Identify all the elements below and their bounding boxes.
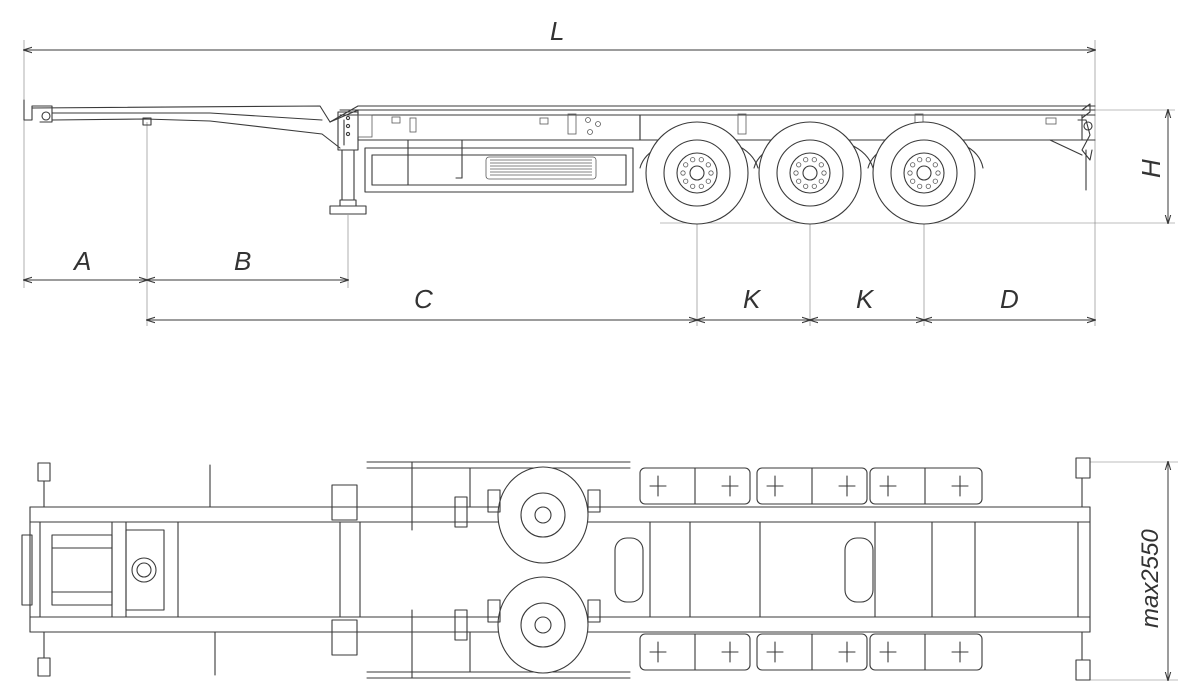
dim-label-D: D: [1000, 284, 1019, 314]
tire-bolt-mark: [721, 475, 739, 497]
lug-nut: [818, 178, 824, 184]
tire-bolt-mark: [838, 475, 856, 497]
wheel-lug-nuts: [680, 157, 941, 189]
lug-nut: [705, 178, 711, 184]
tire-bolt-mark: [951, 475, 969, 497]
lug-nut: [796, 178, 802, 184]
landing-gear: [329, 111, 367, 215]
spare-wheel-2: [487, 576, 601, 674]
lug-nut: [821, 170, 827, 176]
axle-tires: [639, 467, 983, 671]
lug-nut: [925, 183, 931, 189]
rear-bumper: [1049, 103, 1093, 191]
top-rear-end: [1075, 457, 1091, 681]
lug-nut: [698, 157, 704, 163]
lug-nut: [803, 157, 809, 163]
lug-nut: [818, 162, 824, 168]
lug-nut: [698, 183, 704, 189]
grille-panel: [485, 156, 597, 180]
spare-wheel-1: [487, 466, 601, 564]
tire-bolt-mark: [649, 475, 667, 497]
wheel-rear-axle-3: [872, 121, 976, 225]
dim-label-B: B: [234, 246, 251, 276]
dim-label-H: H: [1136, 159, 1166, 178]
dimension-lines: [24, 50, 1168, 320]
tire-bolt-mark: [766, 641, 784, 663]
side-view: L A B C K K D H: [24, 16, 1175, 326]
top-landing-gear: [331, 484, 361, 656]
dim-label-C: C: [414, 284, 433, 314]
lug-nut: [705, 162, 711, 168]
top-front-section: [21, 462, 216, 677]
wheel-rear-axle-2: [758, 121, 862, 225]
lug-nut: [907, 170, 913, 176]
top-view: max2550: [21, 457, 1178, 681]
lug-nut: [917, 157, 923, 163]
tire-bolt-mark: [766, 475, 784, 497]
cross-members: [614, 521, 976, 618]
lug-nut: [811, 157, 817, 163]
width-dimension: max2550: [1090, 462, 1178, 680]
lug-nut: [910, 162, 916, 168]
lug-nut: [917, 183, 923, 189]
dim-label-L: L: [550, 16, 564, 46]
dim-label-A: A: [72, 246, 91, 276]
side-cage: [364, 139, 634, 193]
lug-nut: [708, 170, 714, 176]
axle-tire: [869, 467, 983, 505]
lug-nut: [683, 178, 689, 184]
top-cage: [366, 461, 631, 679]
lug-nut: [932, 178, 938, 184]
lug-nut: [925, 157, 931, 163]
lug-nut: [680, 170, 686, 176]
lug-nut: [690, 183, 696, 189]
wheel-rear-axle-1: [645, 121, 749, 225]
tire-bolt-mark: [721, 641, 739, 663]
dim-label-K1: K: [743, 284, 762, 314]
tire-bolt-mark: [879, 475, 897, 497]
lug-nut: [803, 183, 809, 189]
tire-bolt-mark: [649, 641, 667, 663]
dim-label-K2: K: [856, 284, 875, 314]
tire-bolt-mark: [951, 641, 969, 663]
lug-nut: [811, 183, 817, 189]
lug-nut: [690, 157, 696, 163]
tire-bolt-mark: [879, 641, 897, 663]
lug-nut: [910, 178, 916, 184]
lug-nut: [796, 162, 802, 168]
tire-bolt-mark: [838, 641, 856, 663]
lug-nut: [932, 162, 938, 168]
lug-nut: [793, 170, 799, 176]
lug-nut: [683, 162, 689, 168]
axle-tire: [869, 633, 983, 671]
lug-nut: [935, 170, 941, 176]
width-label: max2550: [1137, 529, 1164, 628]
